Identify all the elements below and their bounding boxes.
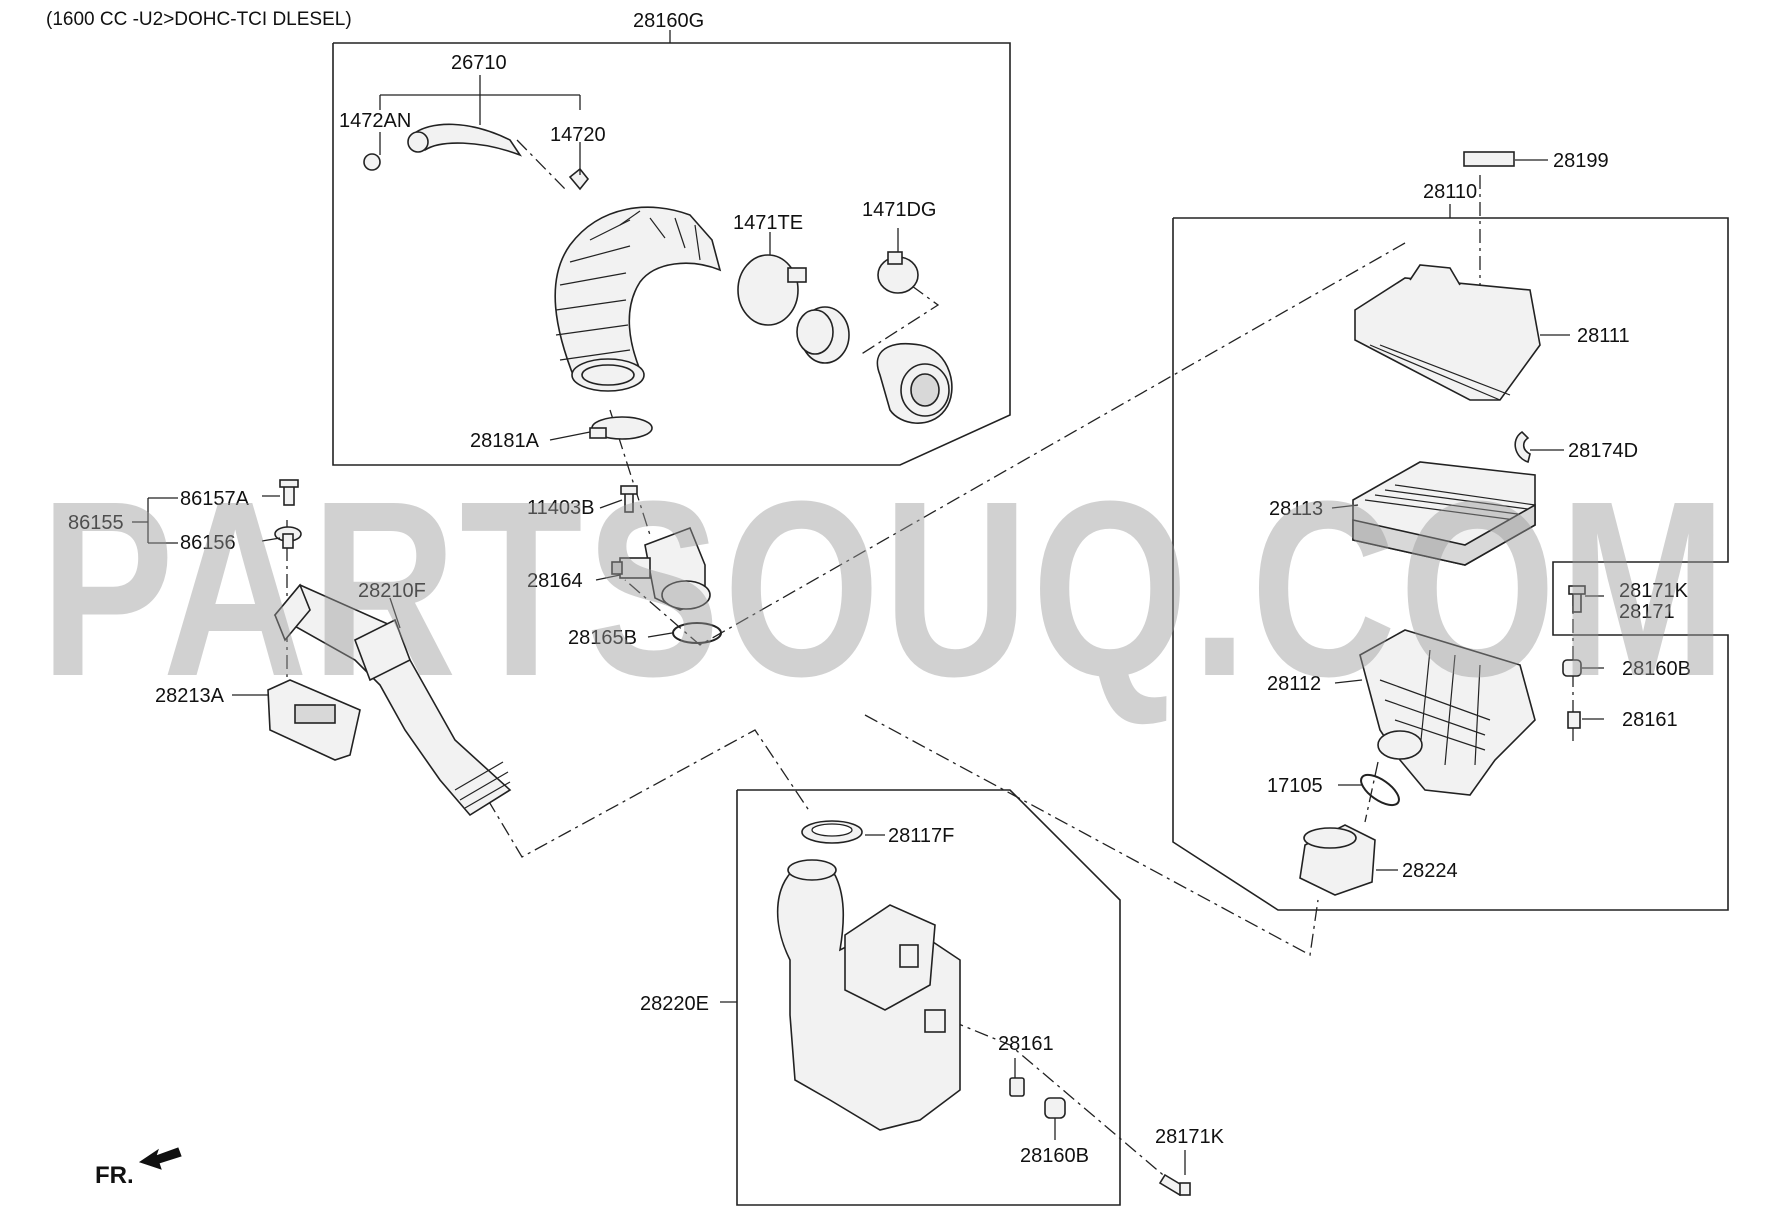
hose-clamp-1471dg-part[interactable] [877, 251, 919, 294]
label-28117f[interactable]: 28117F [888, 825, 954, 847]
label-11403b[interactable]: 11403B [527, 497, 594, 519]
label-1471te[interactable]: 1471TE [733, 212, 803, 234]
air-filter-element-part[interactable] [1352, 461, 1536, 566]
hose-clamp-1471te-part[interactable] [737, 254, 807, 326]
leader-lines [132, 75, 1604, 1175]
bolt-11403b-part[interactable] [620, 485, 638, 513]
insulator-28160b-lower-part[interactable] [1044, 1097, 1066, 1119]
label-28174d[interactable]: 28174D [1568, 440, 1638, 462]
label-28164[interactable]: 28164 [527, 570, 583, 592]
label-28220e[interactable]: 28220E [640, 993, 709, 1015]
label-28160g[interactable]: 28160G [633, 10, 704, 32]
label-86157a[interactable]: 86157A [180, 488, 250, 510]
label-28210f[interactable]: 28210F [358, 580, 426, 602]
label-28110[interactable]: 28110 [1423, 181, 1477, 203]
label-86156[interactable]: 86156 [180, 532, 236, 554]
air-cleaner-cover-part[interactable] [1354, 264, 1541, 401]
fr-label: FR. [95, 1162, 134, 1189]
clip-14720-part[interactable] [568, 167, 590, 191]
outlet-fitting-part[interactable] [876, 343, 953, 424]
label-28161-lower[interactable]: 28161 [998, 1033, 1054, 1055]
clip-28174d-part[interactable] [1514, 430, 1531, 464]
label-28160b-lower[interactable]: 28160B [1020, 1145, 1089, 1167]
breather-hose-part[interactable] [363, 123, 523, 171]
front-arrow-icon [138, 1147, 182, 1170]
label-28224[interactable]: 28224 [1402, 860, 1458, 882]
label-28113[interactable]: 28113 [1269, 498, 1323, 520]
front-direction-indicator: FR. [95, 1147, 182, 1189]
label-28160b-upper[interactable]: 28160B [1622, 658, 1691, 680]
hose-sleeve-part[interactable] [796, 306, 850, 364]
label-28171k-upper[interactable]: 28171K [1619, 580, 1689, 602]
label-28213a[interactable]: 28213A [155, 685, 225, 707]
watermark-text: PARTSOUQ.COM [40, 449, 1730, 728]
corrugated-intake-hose-part[interactable] [554, 206, 722, 392]
label-28111[interactable]: 28111 [1577, 325, 1630, 347]
o-ring-28165b-part[interactable] [672, 622, 722, 644]
bolt-28171k-part[interactable] [1568, 585, 1586, 613]
assembly-box-28110: 28110 [1172, 181, 1729, 911]
label-28171k-lower[interactable]: 28171K [1155, 1126, 1225, 1148]
collar-28161-part[interactable] [1567, 711, 1581, 729]
intake-duct-28210f-part[interactable] [273, 583, 512, 817]
label-28165b[interactable]: 28165B [568, 627, 637, 649]
label-1472an[interactable]: 1472AN [339, 110, 411, 132]
bolt-28171k-lower-part[interactable] [1158, 1173, 1191, 1197]
assembly-box-28220e [736, 789, 1121, 1206]
gasket-17105-part[interactable] [1356, 769, 1404, 811]
label-86155[interactable]: 86155 [68, 512, 124, 534]
resonator-28220e-part[interactable] [776, 859, 961, 1131]
collar-28161-lower-part[interactable] [1009, 1077, 1025, 1097]
label-28199[interactable]: 28199 [1553, 150, 1609, 172]
air-flow-sensor-part[interactable] [611, 526, 711, 611]
label-14720[interactable]: 14720 [550, 124, 606, 146]
grommet-86156-part[interactable] [274, 526, 302, 549]
insulator-28160b-part[interactable] [1562, 659, 1582, 677]
seal-ring-28117f-part[interactable] [801, 820, 863, 844]
label-28112[interactable]: 28112 [1267, 673, 1321, 695]
duct-28224-part[interactable] [1299, 824, 1376, 896]
label-plate-28199-part[interactable] [1463, 151, 1515, 167]
bracket-28213a-part[interactable] [267, 679, 361, 761]
assembly-box-28160g: 28160G [332, 10, 1011, 466]
label-28161-upper[interactable]: 28161 [1622, 709, 1678, 731]
label-28171[interactable]: 28171 [1619, 601, 1675, 623]
part-labels: 26710 1472AN 14720 1471TE 1471DG 28181A … [68, 52, 1691, 1167]
engine-spec-header: (1600 CC -U2>DOHC-TCI DLESEL) [46, 9, 352, 30]
label-17105[interactable]: 17105 [1267, 775, 1323, 797]
label-28181a[interactable]: 28181A [470, 430, 540, 452]
hose-clamp-28181a-part[interactable] [589, 416, 653, 440]
bolt-86157a-part[interactable] [279, 479, 299, 506]
label-26710[interactable]: 26710 [451, 52, 507, 74]
air-cleaner-body-part[interactable] [1359, 629, 1536, 796]
label-1471dg[interactable]: 1471DG [862, 199, 937, 221]
